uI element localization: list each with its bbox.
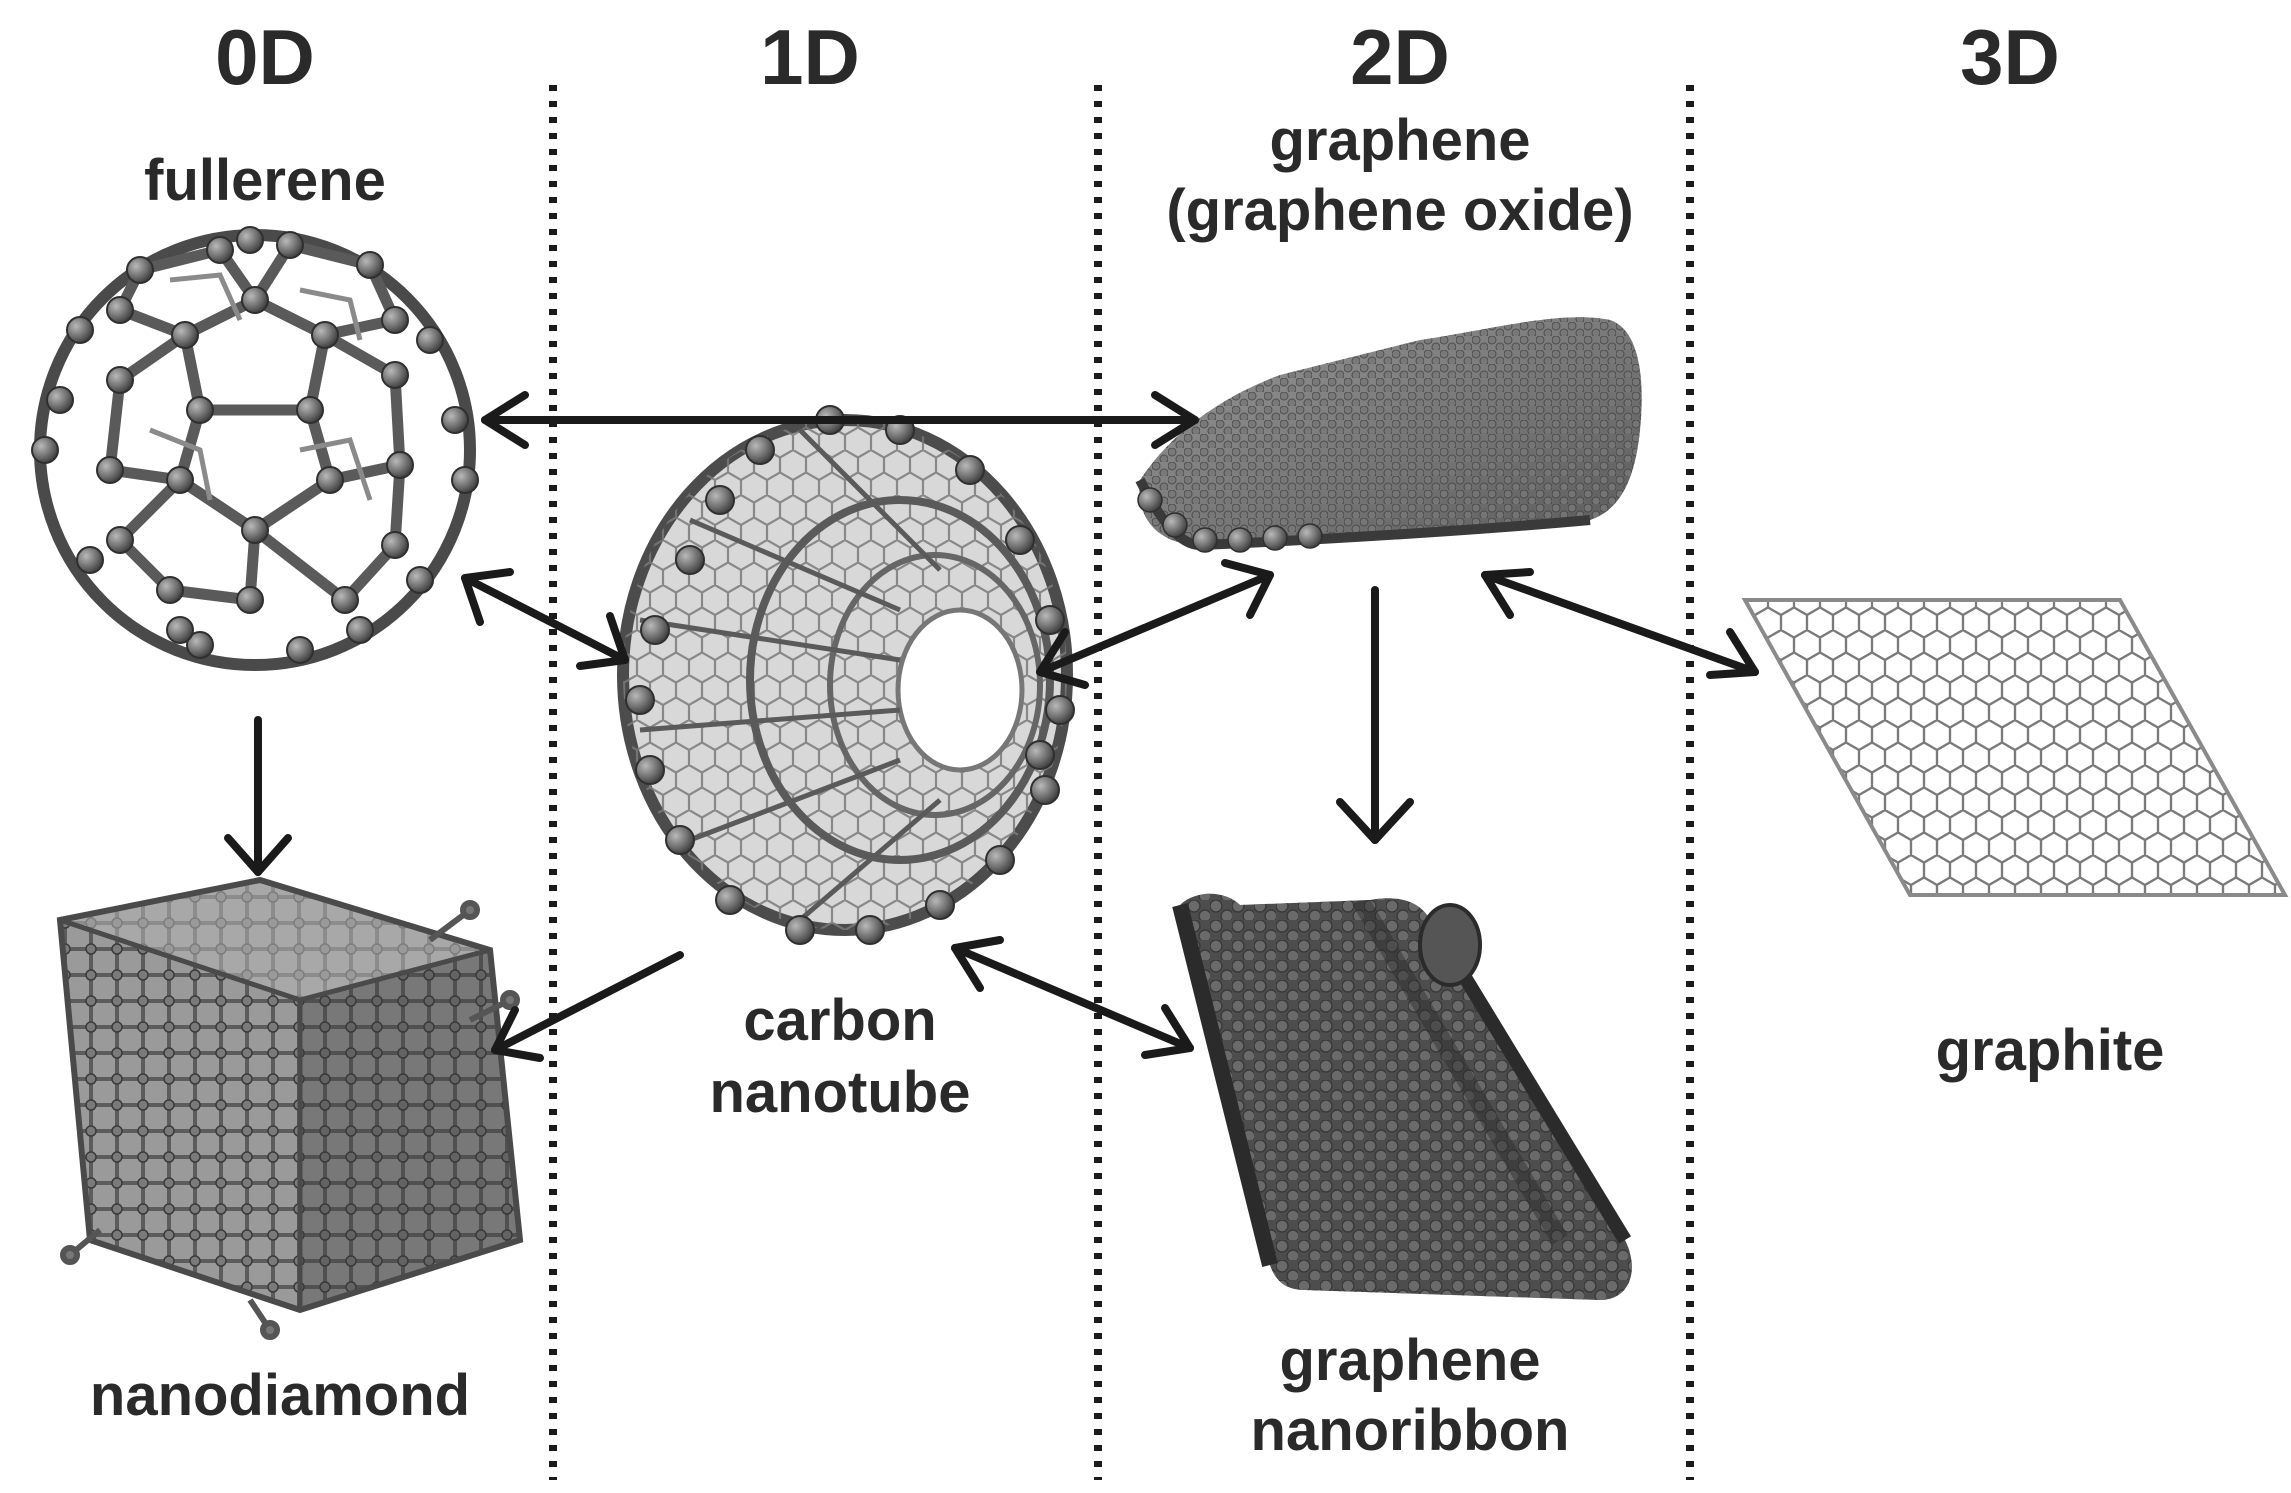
- header-3d: 3D: [1920, 12, 2100, 103]
- header-2d: 2D: [1310, 12, 1490, 103]
- nanodiamond-structure-icon: [50, 870, 530, 1337]
- arrow-fullerene-nanodiamond: [228, 720, 288, 872]
- label-nanotube: nanotube: [660, 1062, 1020, 1125]
- label-fullerene: fullerene: [80, 150, 450, 213]
- label-carbon: carbon: [660, 990, 1020, 1053]
- arrow-nanotube-graphene: [1040, 563, 1270, 685]
- header-1d: 1D: [720, 12, 900, 103]
- label-nanoribbon-line-1: graphene: [1210, 1330, 1610, 1393]
- label-nanoribbon-line-2: nanoribbon: [1200, 1400, 1620, 1463]
- arrow-graphene-nanoribbon: [1340, 590, 1410, 840]
- arrow-fullerene-nanotube: [465, 572, 625, 666]
- arrow-nanotube-nanodiamond: [495, 955, 680, 1058]
- label-graphene: graphene: [1120, 110, 1680, 173]
- graphene-sheet-icon: [1130, 300, 1650, 560]
- graphite-layers-icon: [1740, 595, 2291, 916]
- header-0d: 0D: [175, 12, 355, 103]
- carbon-nanotube-icon: [623, 406, 1074, 944]
- label-nanodiamond: nanodiamond: [30, 1365, 530, 1428]
- graphene-nanoribbon-icon: [1170, 880, 1640, 1310]
- fullerene-molecule-icon: [32, 227, 478, 665]
- label-graphite: graphite: [1870, 1020, 2230, 1083]
- arrow-graphene-graphite: [1485, 572, 1755, 675]
- label-graphene-oxide: (graphene oxide): [1090, 180, 1710, 243]
